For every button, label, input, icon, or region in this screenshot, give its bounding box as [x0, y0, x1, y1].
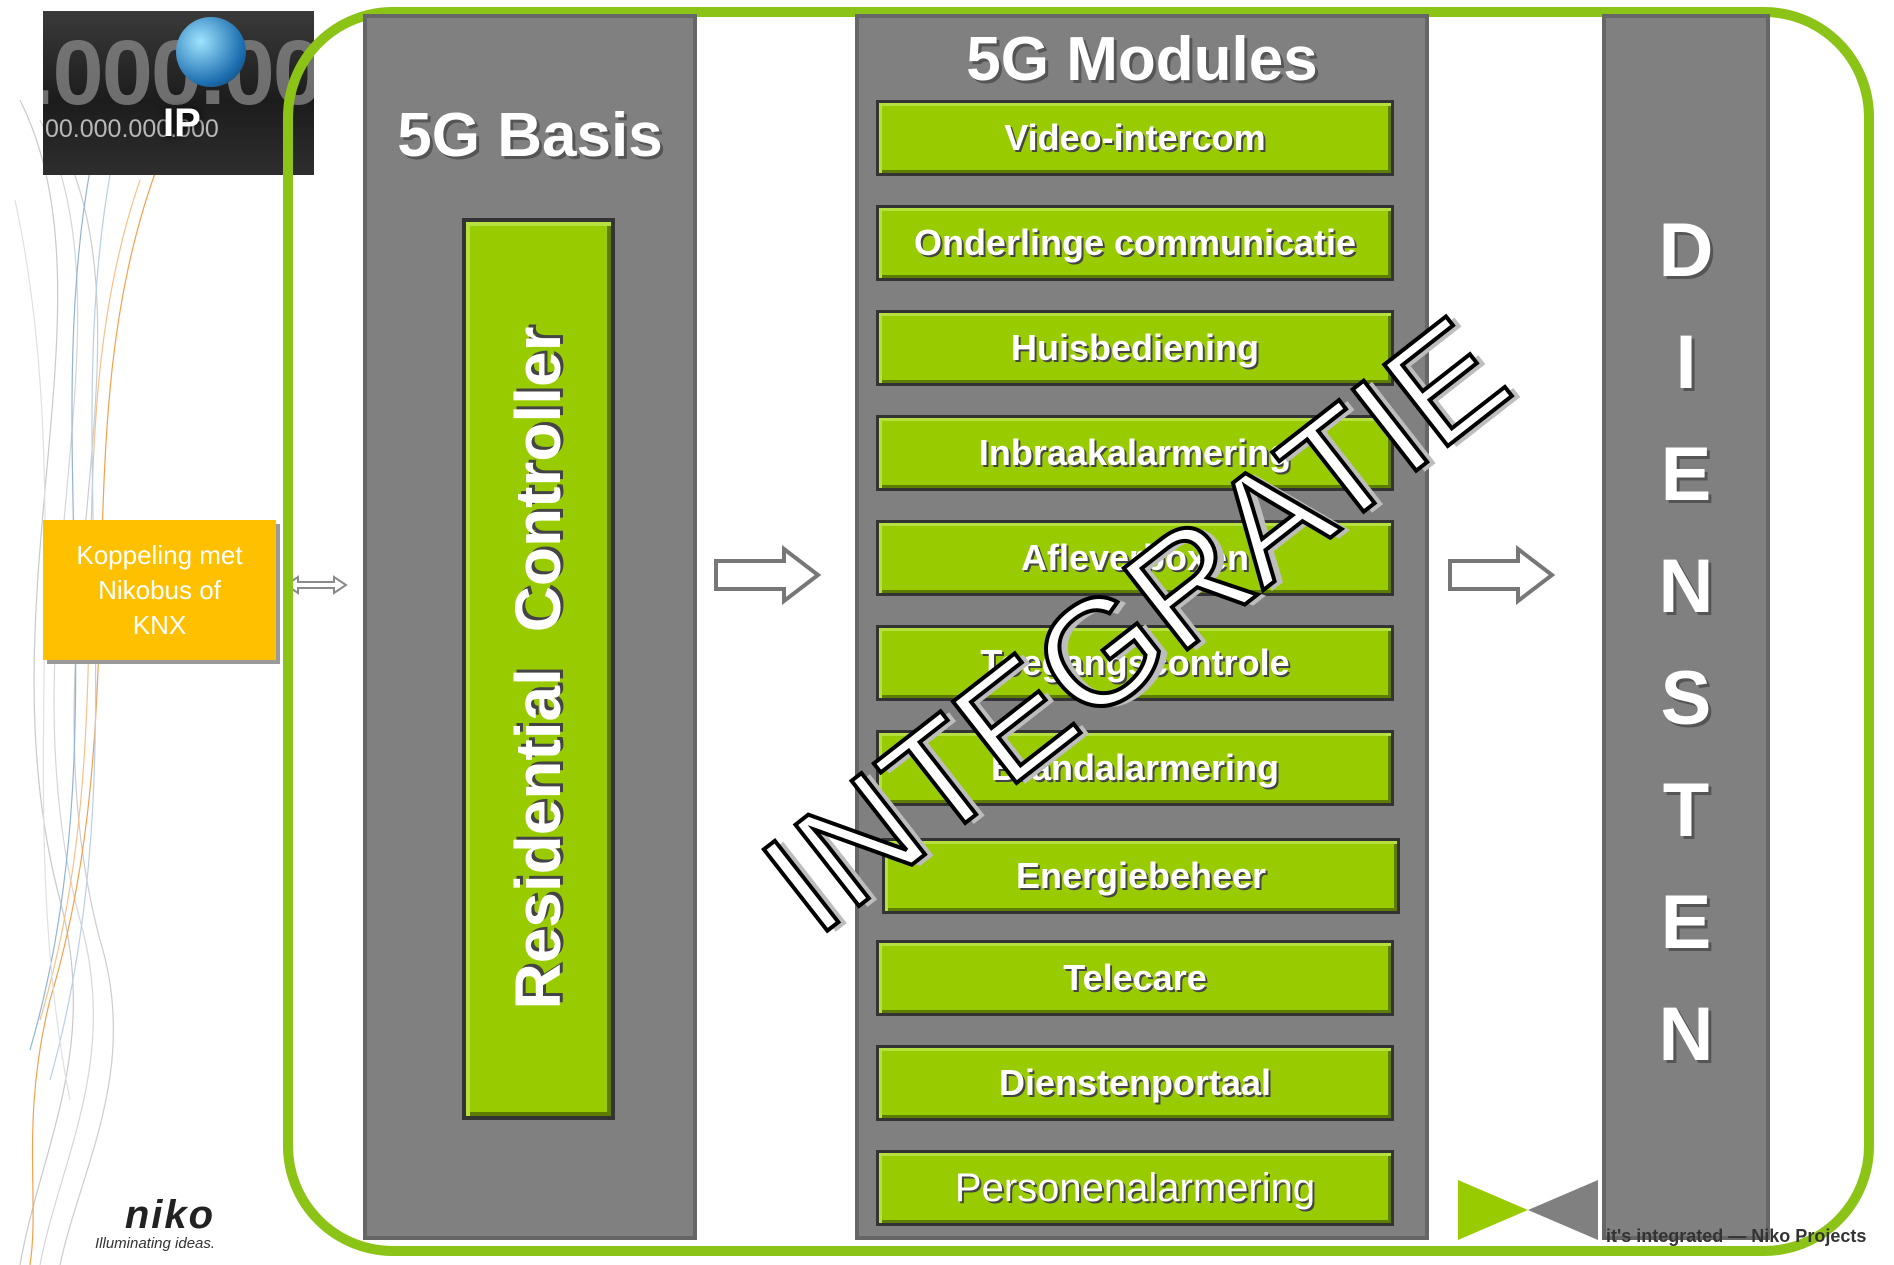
- module-dienstenportaal: Dienstenportaal: [876, 1045, 1394, 1121]
- niko-projects-logo-icon: [1458, 1180, 1598, 1240]
- module-afleverboxen: Afleverboxen: [876, 520, 1394, 596]
- residential-controller-box: [462, 218, 615, 1120]
- ip-address-graphic: .000.00 00.000.000.000 IP: [43, 11, 314, 175]
- diensten-letter: D: [1658, 208, 1714, 293]
- module-onderlinge-communicatie: Onderlinge communicatie: [876, 205, 1394, 281]
- module-inbraakalarmering: Inbraakalarmering: [876, 415, 1394, 491]
- diensten-letter: E: [1660, 432, 1712, 517]
- module-telecare: Telecare: [876, 940, 1394, 1016]
- diensten-letter: N: [1658, 992, 1714, 1077]
- integration-frame: [283, 7, 1874, 1256]
- niko-logo-tagline: Illuminating ideas.: [95, 1235, 216, 1252]
- module-brandalarmering: Brandalarmering: [876, 730, 1394, 806]
- bidirectional-arrow-icon: [284, 575, 348, 595]
- diensten-letter: I: [1675, 320, 1697, 405]
- koppeling-line-1: Koppeling met: [76, 539, 243, 570]
- basis-title: 5G Basis: [397, 101, 663, 170]
- residential-controller-label: Residential Controller: [502, 326, 574, 1010]
- module-huisbediening: Huisbediening: [876, 310, 1394, 386]
- ip-label: IP: [163, 101, 201, 145]
- koppeling-line-3: KNX: [132, 609, 187, 640]
- module-toegangscontrole: Toegangscontrole: [876, 625, 1394, 701]
- niko-projects-logo-text: it's integrated — Niko Projects: [1606, 1226, 1867, 1246]
- diensten-label: D I E N S T E N: [1602, 195, 1770, 1091]
- module-video-intercom: Video-intercom: [876, 100, 1394, 176]
- diensten-letter: N: [1658, 544, 1714, 629]
- diensten-letter: E: [1660, 880, 1712, 965]
- ip-digits-small: 00.000.000.000: [45, 115, 219, 143]
- globe-icon: [176, 17, 246, 87]
- diensten-column: [1602, 14, 1770, 1240]
- koppeling-box: Koppeling met Nikobus of KNX: [43, 520, 276, 660]
- niko-logo: niko Illuminating ideas.: [95, 1195, 215, 1252]
- module-energiebeheer: Energiebeheer: [882, 838, 1400, 914]
- diensten-letter: T: [1662, 768, 1710, 853]
- koppeling-line-2: Nikobus of: [98, 574, 221, 605]
- right-arrow-icon: [1448, 545, 1556, 605]
- right-arrow-icon: [714, 545, 822, 605]
- niko-logo-name: niko: [124, 1193, 216, 1237]
- diensten-letter: S: [1660, 656, 1712, 741]
- module-personenalarmering: Personenalarmering: [876, 1150, 1394, 1226]
- modules-title: 5G Modules: [966, 25, 1318, 94]
